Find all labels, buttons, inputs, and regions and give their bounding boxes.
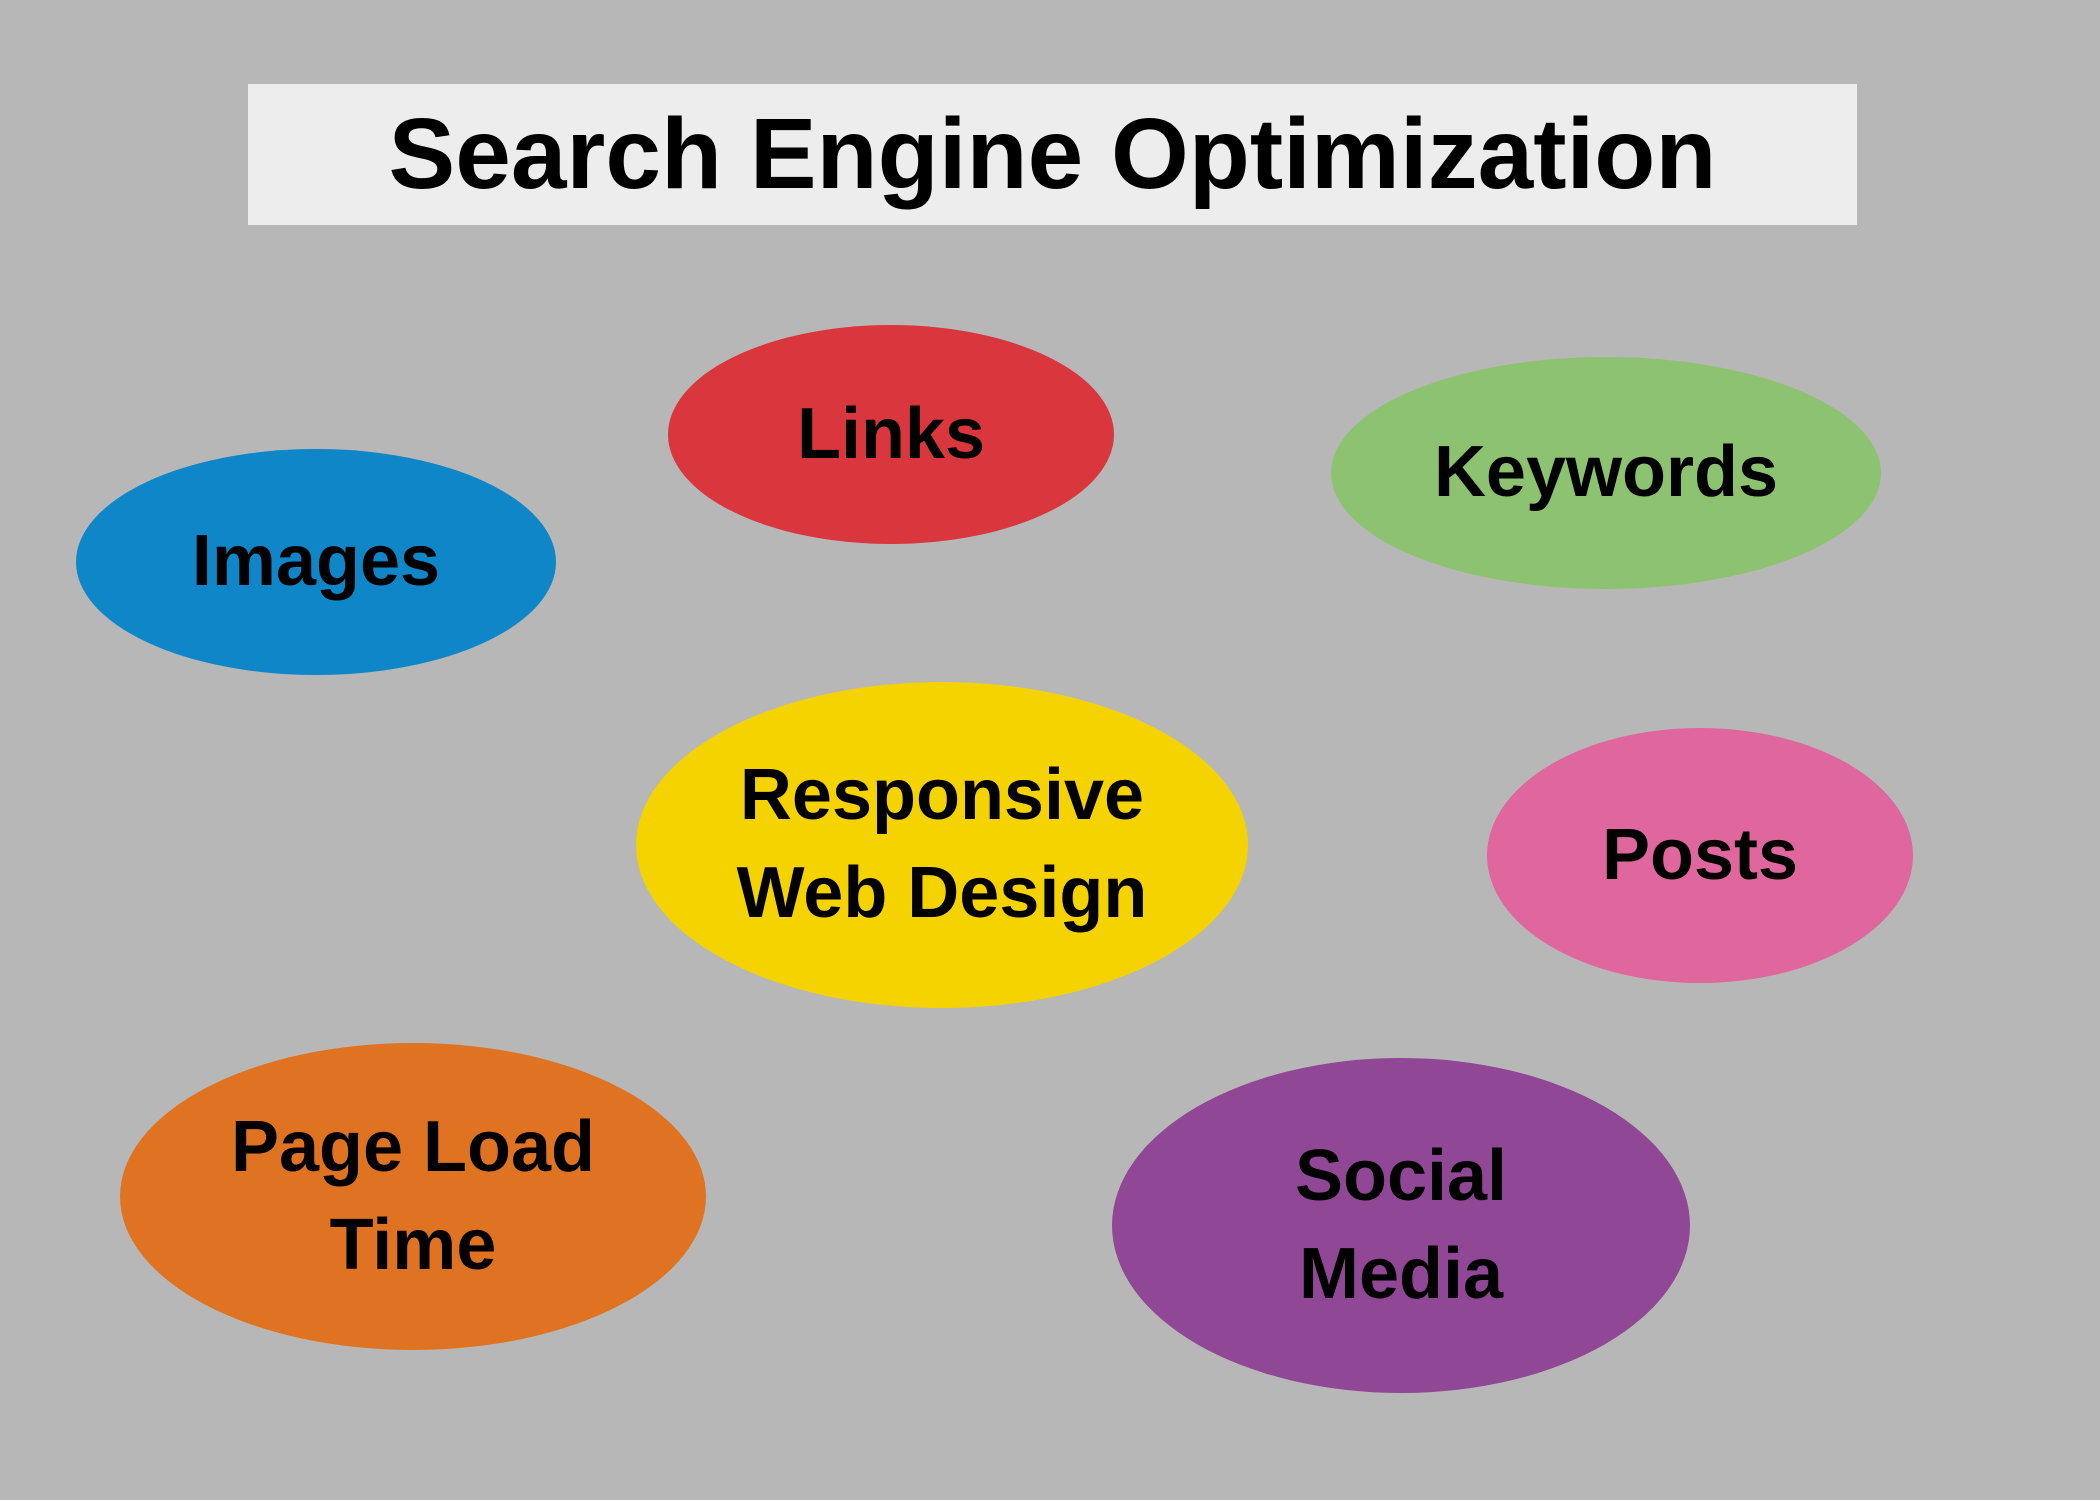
bubble-keywords-label: Keywords: [1433, 432, 1779, 513]
bubble-posts: Posts: [1487, 728, 1913, 983]
title-bar: Search Engine Optimization: [248, 84, 1857, 225]
bubble-images-label: Images: [191, 521, 441, 602]
page-title: Search Engine Optimization: [388, 98, 1717, 210]
bubble-links-label: Links: [796, 393, 986, 474]
bubble-keywords: Keywords: [1331, 357, 1881, 589]
bubble-posts-label: Posts: [1601, 814, 1799, 895]
bubble-links: Links: [668, 325, 1114, 544]
bubble-images: Images: [76, 449, 556, 675]
